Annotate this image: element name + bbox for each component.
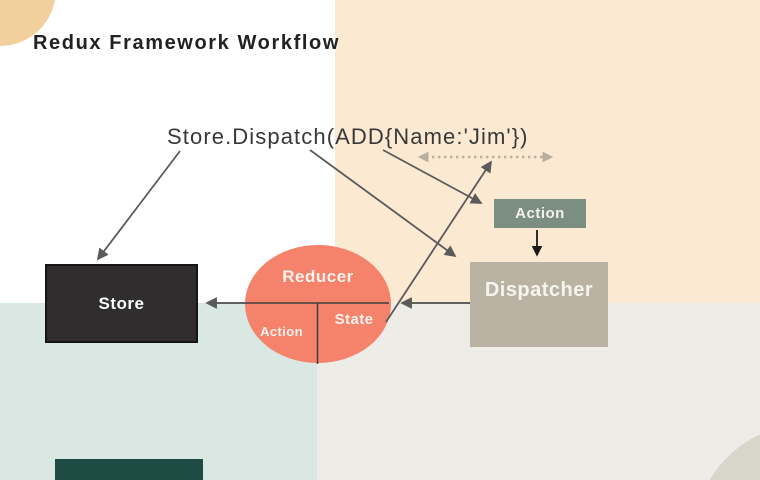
action-tag-node: Action bbox=[494, 199, 586, 228]
decor-teal-bar bbox=[55, 459, 203, 480]
background-quad-top-right bbox=[335, 0, 760, 303]
reducer-node-label: Reducer bbox=[282, 267, 354, 286]
dispatcher-node-label: Dispatcher bbox=[484, 279, 594, 301]
store-node: Store bbox=[45, 264, 198, 343]
dispatcher-node: Dispatcher bbox=[470, 262, 608, 347]
store-node-label: Store bbox=[98, 293, 145, 313]
page-title: Redux Framework Workflow bbox=[33, 32, 340, 54]
dispatch-call-text: Store.Dispatch(ADD{Name:'Jim'}) bbox=[167, 124, 529, 149]
action-tag-label: Action bbox=[515, 205, 565, 222]
reducer-segment-action-label: Action bbox=[260, 324, 303, 339]
reducer-segment-state-label: State bbox=[334, 311, 374, 328]
reducer-node bbox=[245, 245, 391, 363]
